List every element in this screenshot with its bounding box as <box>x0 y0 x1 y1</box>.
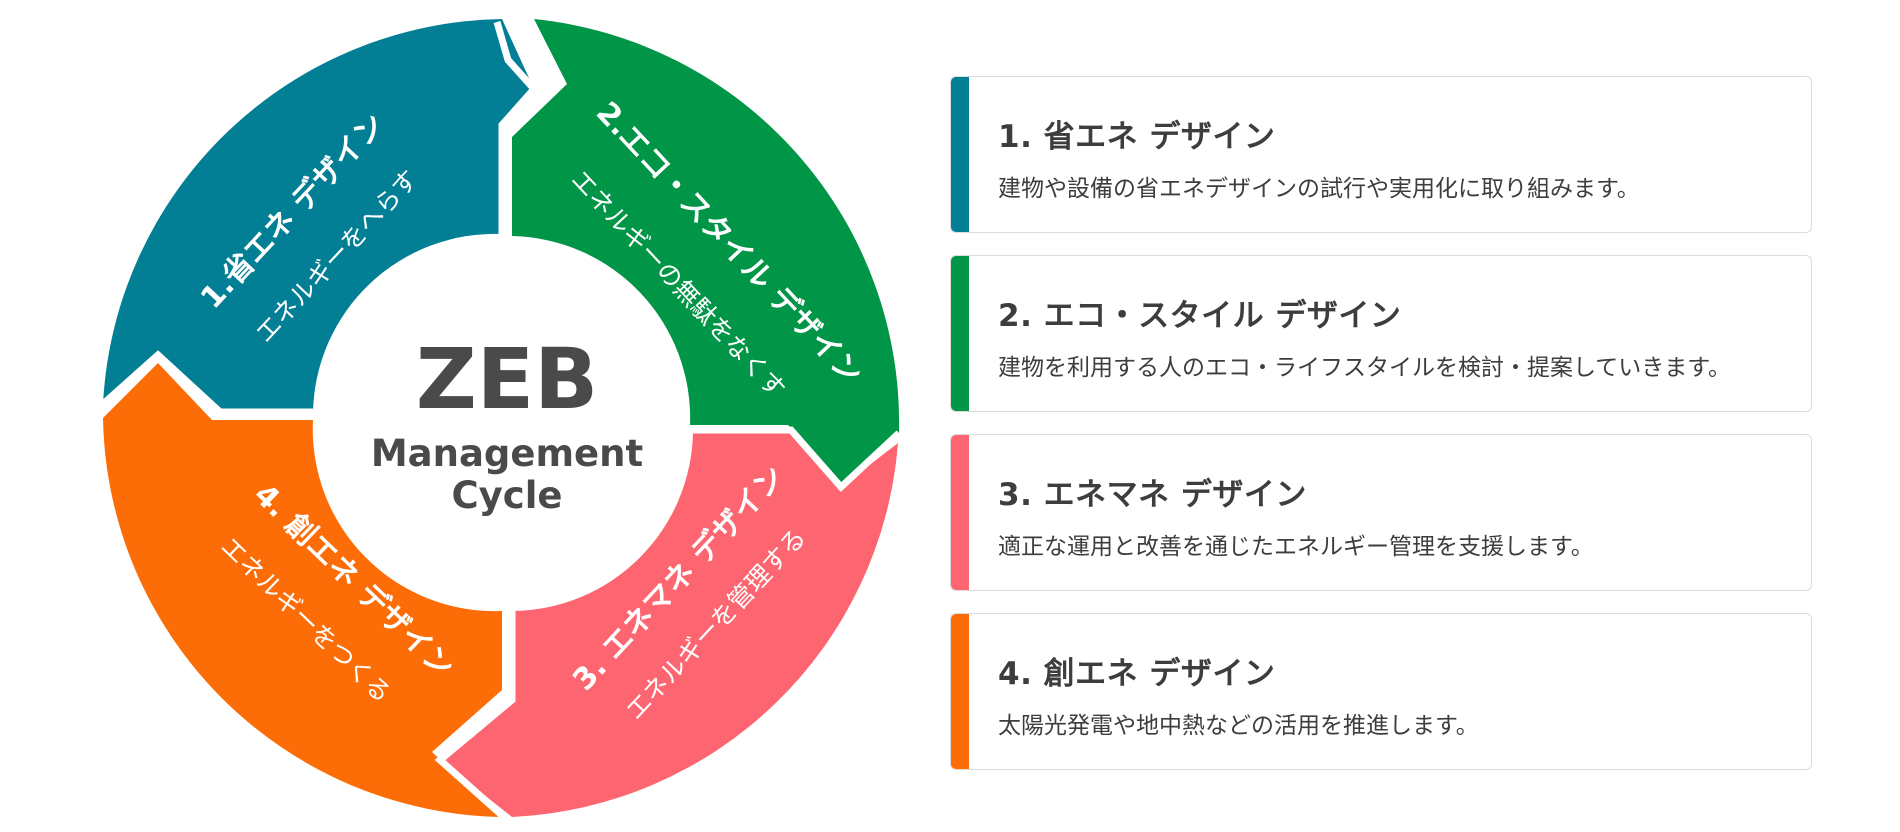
card-2-description: 建物を利用する人のエコ・ライフスタイルを検討・提案していきます。 <box>998 355 1732 381</box>
design-card-2: 2. エコ・スタイル デザイン 建物を利用する人のエコ・ライフスタイルを検討・提… <box>950 255 1812 412</box>
design-card-list: 1. 省エネ デザイン 建物や設備の省エネデザインの試行や実用化に取り組みます。… <box>950 76 1812 792</box>
center-circle <box>325 238 689 602</box>
card-4-title: 4. 創エネ デザイン <box>998 656 1276 692</box>
segment-4-shape <box>103 363 502 817</box>
card-3-title: 3. エネマネ デザイン <box>998 477 1307 513</box>
card-2-title: 2. エコ・スタイル デザイン <box>998 298 1402 334</box>
card-3-description: 適正な運用と改善を通じたエネルギー管理を支援します。 <box>998 534 1594 560</box>
management-cycle-diagram: ZEB Management Cycle 1.省エネ デザイン エネルギーをへら… <box>100 19 902 821</box>
card-1-title: 1. 省エネ デザイン <box>998 119 1276 155</box>
segment-3-shape <box>440 430 898 817</box>
design-card-3: 3. エネマネ デザイン 適正な運用と改善を通じたエネルギー管理を支援します。 <box>950 434 1812 591</box>
card-1-description: 建物や設備の省エネデザインの試行や実用化に取り組みます。 <box>998 176 1640 202</box>
segment-1-shape <box>103 19 534 412</box>
center-title: ZEB <box>416 330 598 428</box>
card-1-accent-bar <box>951 77 969 232</box>
card-4-accent-bar <box>951 614 969 769</box>
center-subtitle-line1: Management <box>371 432 643 475</box>
card-4-description: 太陽光発電や地中熱などの活用を推進します。 <box>998 713 1479 739</box>
segment-separators <box>100 21 902 821</box>
design-card-1: 1. 省エネ デザイン 建物や設備の省エネデザインの試行や実用化に取り組みます。 <box>950 76 1812 233</box>
center-subtitle-line2: Cycle <box>452 474 563 517</box>
segment-2-shape <box>512 19 900 490</box>
card-2-accent-bar <box>951 256 969 411</box>
design-card-4: 4. 創エネ デザイン 太陽光発電や地中熱などの活用を推進します。 <box>950 613 1812 770</box>
card-3-accent-bar <box>951 435 969 590</box>
